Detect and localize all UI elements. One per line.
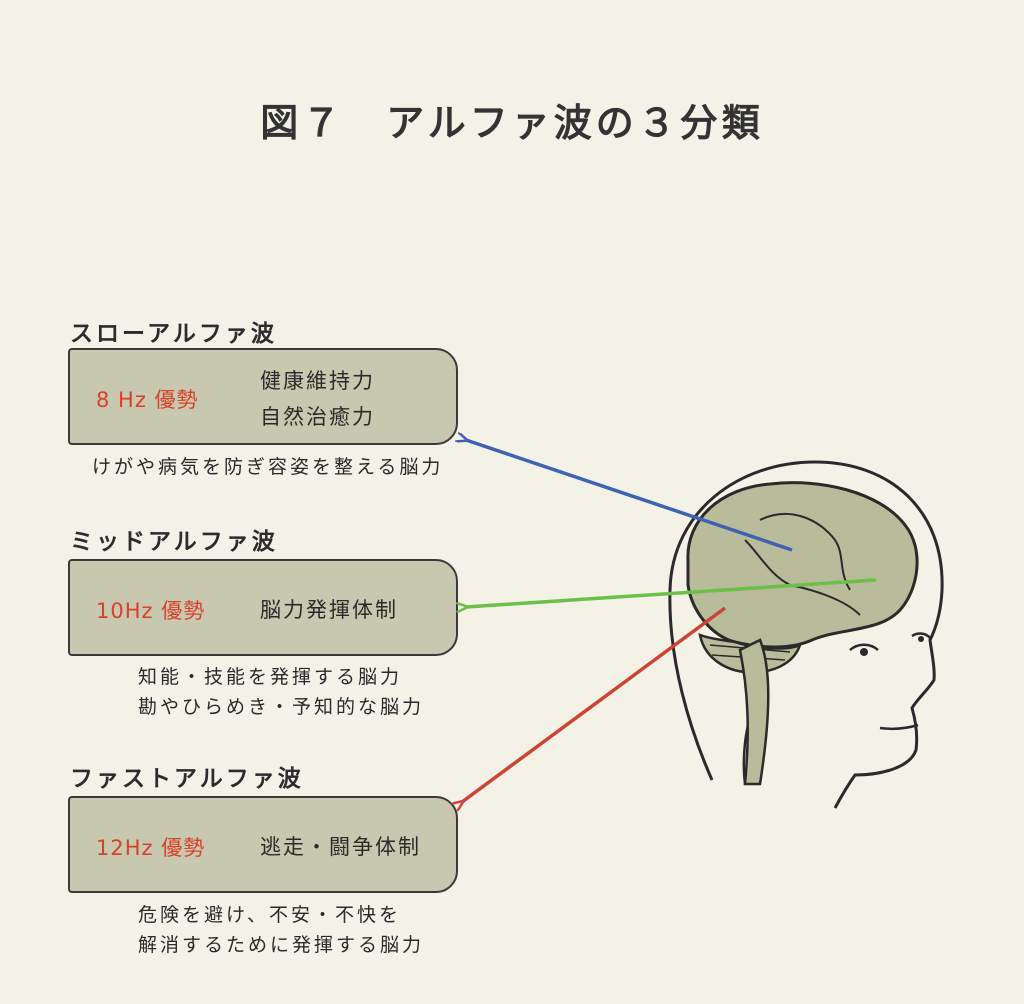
slow-alpha-arrow: [466, 440, 793, 552]
fast-alpha-description-1: 危険を避け、不安・不快を: [138, 904, 402, 926]
mid-alpha-ability-1: 脳力発揮体制: [260, 598, 398, 622]
fast-alpha-description: 危険を避け、不安・不快を 解消するために発揮する脳力: [138, 900, 424, 960]
slow-alpha-box: 8 Hz 優勢 健康維持力 自然治癒力: [68, 348, 458, 445]
fast-alpha-ability-1: 逃走・闘争体制: [260, 835, 421, 859]
fast-alpha-abilities: 逃走・闘争体制: [260, 829, 421, 865]
fast-alpha-frequency: 12Hz 優勢: [96, 836, 206, 860]
slow-alpha-ability-2: 自然治癒力: [260, 405, 375, 429]
mouth: [879, 723, 919, 731]
mid-alpha-abilities: 脳力発揮体制: [260, 592, 398, 628]
fast-alpha-box: 12Hz 優勢 逃走・闘争体制: [68, 796, 458, 893]
slow-alpha-heading: スローアルファ波: [70, 321, 277, 347]
eye-right: [911, 632, 931, 639]
slow-alpha-ability-1: 健康維持力: [260, 369, 375, 393]
brain-shape: [686, 481, 919, 649]
slow-alpha-description: けがや病気を防ぎ容姿を整える脳力: [92, 452, 443, 482]
mid-alpha-description-2: 勘やひらめき・予知的な脳力: [138, 696, 425, 718]
mid-alpha-description-1: 知能・技能を発揮する脳力: [138, 666, 403, 688]
mid-alpha-box: 10Hz 優勢 脳力発揮体制: [68, 559, 458, 656]
head-outline: [668, 460, 944, 809]
figure-title: 図７ アルファ波の３分類: [260, 101, 764, 145]
brain-stem: [738, 638, 770, 786]
mid-alpha-frequency: 10Hz 優勢: [96, 599, 206, 623]
slow-alpha-frequency: 8 Hz 優勢: [96, 388, 199, 412]
fast-alpha-arrow: [462, 606, 727, 802]
fast-alpha-description-2: 解消するために発揮する脳力: [138, 934, 425, 956]
eye-left: [849, 643, 879, 651]
mid-alpha-arrow: [466, 578, 877, 607]
mid-alpha-description: 知能・技能を発揮する脳力 勘やひらめき・予知的な脳力: [138, 662, 424, 722]
mid-alpha-heading: ミッドアルファ波: [70, 529, 278, 555]
fast-alpha-heading: ファストアルファ波: [70, 766, 304, 792]
slow-alpha-abilities: 健康維持力 自然治癒力: [260, 363, 375, 435]
slow-alpha-description-1: けがや病気を防ぎ容姿を整える脳力: [92, 456, 444, 478]
